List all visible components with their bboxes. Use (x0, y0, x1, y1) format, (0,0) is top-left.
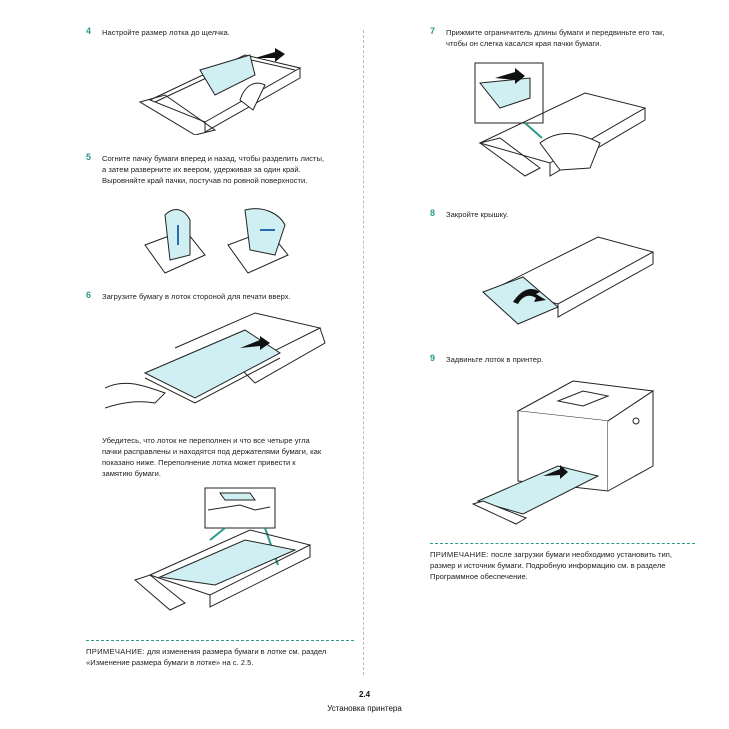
step-8-text: Закройте крышку. (446, 209, 508, 220)
check-line-3: показано ниже. Переполнение лотка может … (102, 457, 296, 468)
column-divider (363, 30, 364, 675)
step-5-line-1: Согните пачку бумаги вперед и назад, что… (102, 153, 324, 164)
note-right-line-3: Программное обеспечение. (430, 571, 528, 582)
step-6-number: 6 (86, 290, 91, 300)
step-5-number: 5 (86, 152, 91, 162)
note-left-line-2: «Изменение размера бумаги в лотке» на с.… (86, 657, 253, 668)
length-guide-illustration (470, 58, 660, 188)
step-9-number: 9 (430, 353, 435, 363)
step-4-number: 4 (86, 26, 91, 36)
note-right-rule (430, 543, 695, 544)
check-line-4: замятию бумаги. (102, 468, 161, 479)
step-7-line-1: Прижмите ограничитель длины бумаги и пер… (446, 27, 665, 38)
step-6-text: Загрузите бумагу в лоток стороной для пе… (102, 291, 291, 302)
note-left-line-1: ПРИМЕЧАНИЕ: для изменения размера бумаги… (86, 646, 326, 657)
push-arrow-icon (255, 48, 285, 62)
note-left-text-1: для изменения размера бумаги в лотке см.… (147, 647, 326, 656)
note-right-line-2: размер и источник бумаги. Подробную инфо… (430, 560, 665, 571)
step-4-text: Настройте размер лотка до щелчка. (102, 27, 230, 38)
page-number: 2.4 (0, 690, 729, 699)
paper-flex-illustration (140, 195, 300, 275)
load-paper-illustration (105, 308, 330, 418)
note-left-rule (86, 640, 354, 641)
tray-full-illustration (130, 485, 320, 615)
check-line-1: Убедитесь, что лоток не переполнен и что… (102, 435, 310, 446)
section-title: Установка принтера (0, 704, 729, 713)
close-cover-illustration (478, 232, 658, 332)
step-5-line-2: а затем разверните их веером, удерживая … (102, 164, 301, 175)
note-right-label: ПРИМЕЧАНИЕ: (430, 550, 489, 559)
note-right-line-1: ПРИМЕЧАНИЕ: после загрузки бумаги необхо… (430, 549, 672, 560)
step-7-line-2: чтобы он слегка касался края пачки бумаг… (446, 38, 602, 49)
step-5-line-3: Выровняйте край пачки, постучав по ровно… (102, 175, 307, 186)
tray-resize-illustration (135, 40, 305, 135)
note-right-text-1: после загрузки бумаги необходимо установ… (491, 550, 672, 559)
check-line-2: пачки расправлены и находятся под держат… (102, 446, 321, 457)
step-8-number: 8 (430, 208, 435, 218)
note-left-label: ПРИМЕЧАНИЕ: (86, 647, 145, 656)
step-9-text: Задвиньте лоток в принтер. (446, 354, 543, 365)
step-7-number: 7 (430, 26, 435, 36)
insert-tray-illustration (468, 376, 658, 526)
